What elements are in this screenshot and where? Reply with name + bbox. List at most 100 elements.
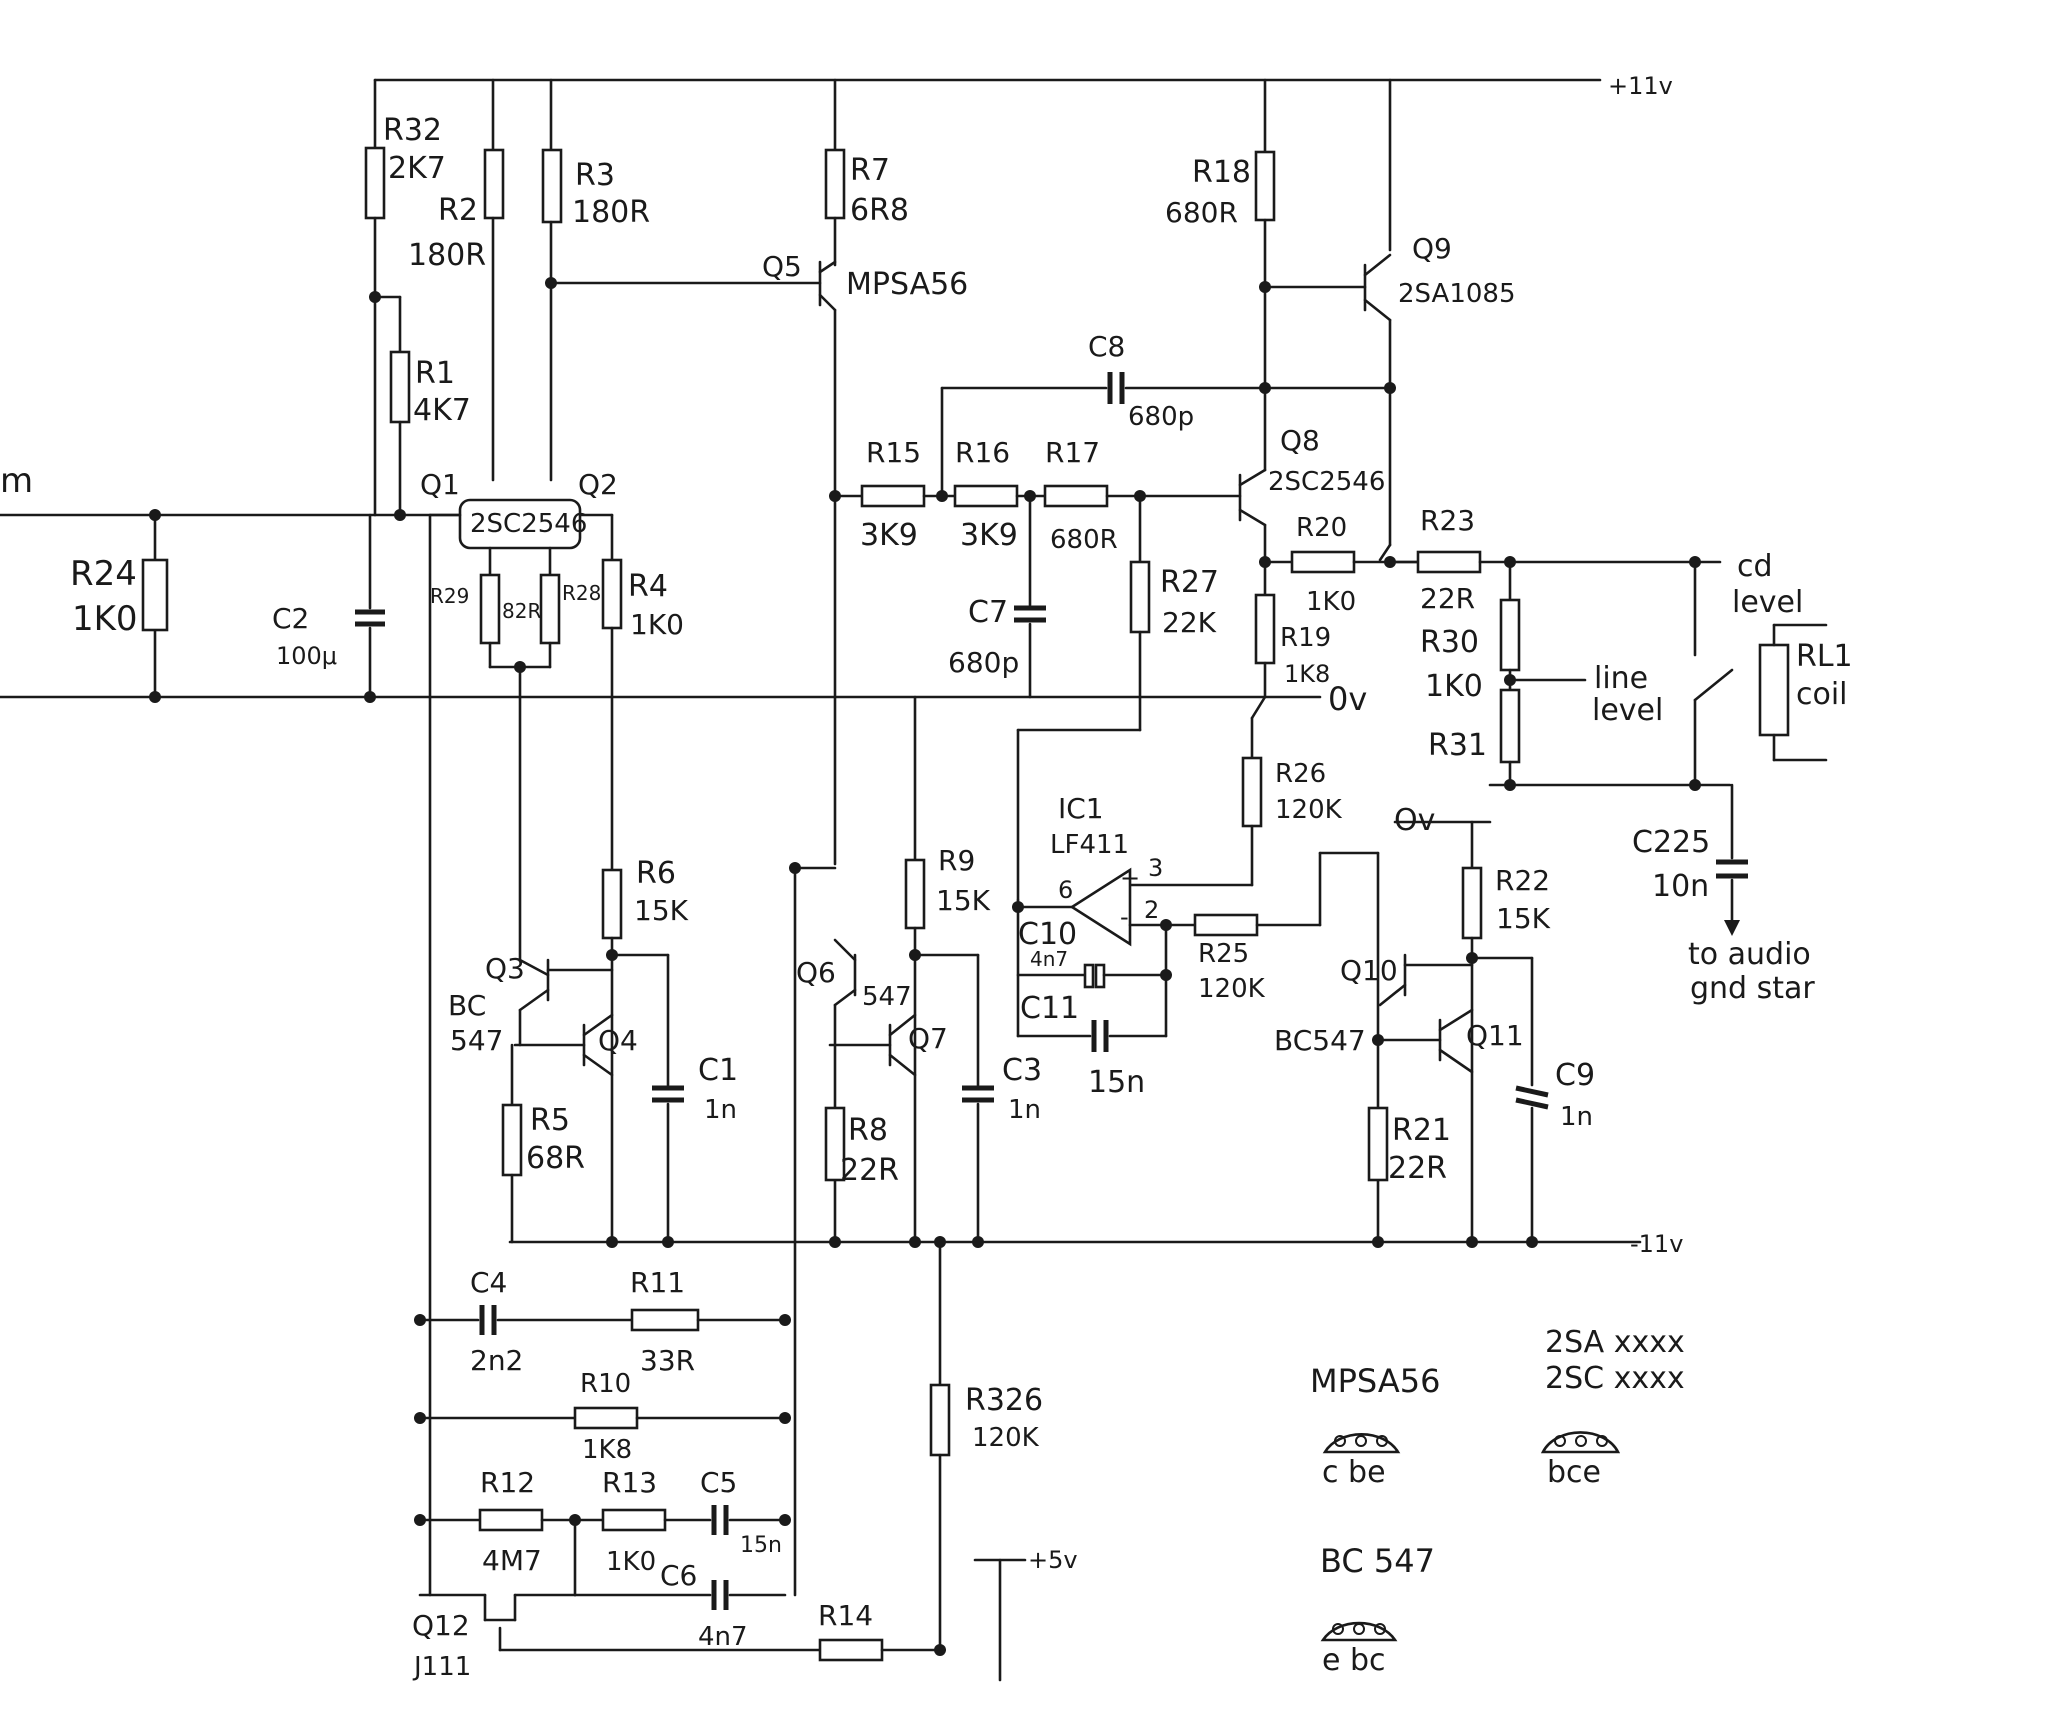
pinout-2sa-title: 2SA xxxx: [1545, 1325, 1685, 1360]
r23-value: 22R: [1420, 582, 1475, 615]
q2-ref: Q2: [578, 468, 618, 501]
pinout-2sc-title: 2SC xxxx: [1545, 1361, 1685, 1396]
r20-ref: R20: [1296, 513, 1347, 543]
pin-3: 3: [1148, 854, 1163, 882]
c10-value: 4n7: [1030, 947, 1068, 971]
resistor-r8: [824, 1106, 846, 1182]
r4-ref: R4: [628, 569, 668, 604]
c3-value: 1n: [1008, 1095, 1041, 1125]
resistor-r5: [501, 1103, 523, 1177]
r23-ref: R23: [1420, 504, 1475, 537]
r8-ref: R8: [848, 1113, 888, 1148]
r15-value: 3K9: [860, 518, 918, 553]
resistor-r18: [1254, 150, 1276, 222]
q4-ref: Q4: [598, 1024, 638, 1057]
resistor-r4: [601, 558, 623, 630]
ic1-type: LF411: [1050, 830, 1129, 860]
resistor-r10: [573, 1406, 639, 1430]
r10-value: 1K8: [582, 1435, 632, 1465]
pinout-mpsa56-title: MPSA56: [1310, 1362, 1440, 1400]
pin-2: 2: [1144, 896, 1159, 924]
pos-rail-label: +11v: [1608, 72, 1673, 100]
r14-ref: R14: [818, 1599, 873, 1632]
r12-ref: R12: [480, 1466, 535, 1499]
capacitor-c9: [1515, 1085, 1549, 1098]
resistor-r3: [541, 148, 563, 224]
r19-ref: R19: [1280, 623, 1331, 653]
q6-547: 547: [862, 982, 912, 1012]
gnd-star-label: gnd star: [1690, 971, 1815, 1006]
c1-ref: C1: [698, 1053, 738, 1088]
q3-ref: Q3: [485, 952, 525, 985]
r32-ref: R32: [383, 113, 442, 148]
q8-type: 2SC2546: [1268, 467, 1385, 497]
pinout-mpsa56-legs: c be: [1322, 1455, 1386, 1490]
r4-value: 1K0: [630, 608, 684, 641]
r30-value: 1K0: [1425, 669, 1483, 704]
r7-value: 6R8: [850, 193, 909, 228]
r17-value: 680R: [1050, 525, 1118, 555]
r1-ref: R1: [415, 356, 455, 391]
pinout-bc547-body: [1320, 1621, 1398, 1642]
r31-ref: R31: [1428, 728, 1487, 763]
r29-value: 82R: [502, 599, 541, 623]
c6-ref: C6: [660, 1559, 697, 1592]
c10-ref: C10: [1018, 917, 1077, 952]
resistor-r25: [1193, 913, 1259, 937]
r13-ref: R13: [602, 1466, 657, 1499]
resistor-r30: [1499, 598, 1521, 672]
q3-547: 547: [450, 1024, 503, 1057]
pinout-2s-legs: bce: [1547, 1455, 1601, 1490]
q10-ref: Q10: [1340, 954, 1398, 987]
line-level-label: level: [1592, 693, 1663, 728]
cd-level-label: level: [1732, 585, 1803, 620]
r25-value: 120K: [1198, 974, 1266, 1004]
resistor-r12: [478, 1508, 544, 1532]
r21-value: 22R: [1388, 1151, 1447, 1186]
r6-value: 15K: [634, 894, 689, 927]
r16-value: 3K9: [960, 518, 1018, 553]
r3-ref: R3: [575, 158, 615, 193]
resistor-r326: [929, 1383, 951, 1457]
resistor-r31: [1499, 688, 1521, 764]
q5-ref: Q5: [762, 250, 802, 283]
q6-ref: Q6: [796, 956, 836, 989]
resistor-r9: [904, 858, 926, 930]
r326-value: 120K: [972, 1423, 1040, 1453]
r30-ref: R30: [1420, 625, 1479, 660]
c11-ref: C11: [1020, 991, 1079, 1026]
r326-ref: R326: [965, 1383, 1043, 1418]
resistor-r16: [953, 484, 1019, 508]
r7-ref: R7: [850, 153, 890, 188]
resistor-r29: [479, 573, 501, 645]
resistor-r13: [601, 1508, 667, 1532]
resistor-r7: [824, 148, 846, 220]
r18-ref: R18: [1192, 155, 1251, 190]
pinout-mpsa56-body: [1322, 1432, 1401, 1454]
junction-dots: [149, 277, 1701, 1656]
c9-ref: C9: [1555, 1058, 1595, 1093]
c5-ref: C5: [700, 1466, 737, 1499]
r1-value: 4K7: [413, 393, 471, 428]
ic1-ref: IC1: [1058, 792, 1104, 825]
r2-ref: R2: [438, 193, 478, 228]
supply-rails: [0, 78, 1642, 1244]
r9-value: 15K: [936, 884, 991, 917]
c2-value: 100μ: [276, 642, 337, 670]
resistor-r17: [1043, 484, 1109, 508]
r2-value: 180R: [408, 238, 486, 273]
neg-rail-label: -11v: [1630, 1230, 1683, 1258]
resistor-r1: [389, 350, 411, 424]
edge-label-m: m: [0, 461, 33, 501]
resistor-r14: [818, 1638, 884, 1662]
pinout-bc547-legs: e bc: [1322, 1643, 1386, 1678]
c11-value: 15n: [1088, 1065, 1145, 1100]
resistor-r21: [1367, 1106, 1389, 1182]
resistor-r22: [1461, 866, 1483, 940]
r21-ref: R21: [1392, 1113, 1451, 1148]
zero-volt-label: 0v: [1328, 680, 1367, 718]
r26-value: 120K: [1275, 795, 1343, 825]
resistor-r19: [1254, 593, 1276, 665]
r5-ref: R5: [530, 1103, 570, 1138]
opamp-minus: -: [1120, 903, 1129, 931]
